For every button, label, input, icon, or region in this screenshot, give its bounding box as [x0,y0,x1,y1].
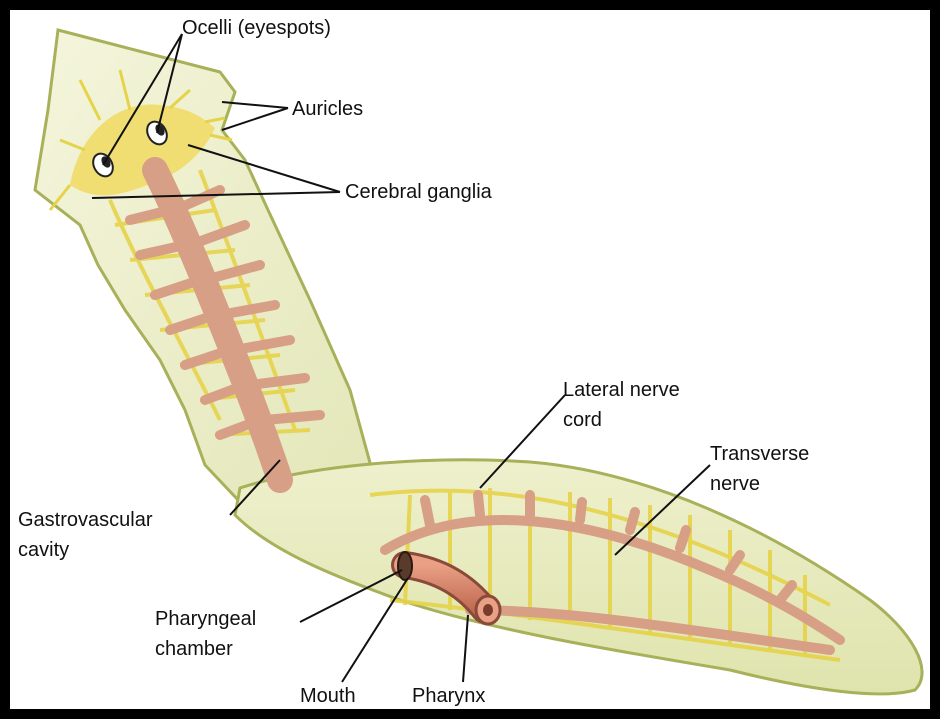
label-transverse-nerve-line1: Transverse [710,442,809,466]
label-cerebral-ganglia: Cerebral ganglia [345,180,492,204]
planarian-illustration [10,10,930,709]
label-mouth: Mouth [300,684,356,708]
label-ocelli: Ocelli (eyespots) [182,16,331,40]
label-lateral-nerve-cord-line2: cord [563,408,602,432]
label-pharynx: Pharynx [412,684,485,708]
label-pharyngeal-line2: chamber [155,637,233,661]
label-pharyngeal-line1: Pharyngeal [155,607,256,631]
label-gastrovascular-line2: cavity [18,538,69,562]
label-lateral-nerve-cord-line1: Lateral nerve [563,378,680,402]
label-auricles: Auricles [292,97,363,121]
diagram-canvas: Ocelli (eyespots) Auricles Cerebral gang… [10,10,930,709]
label-gastrovascular-line1: Gastrovascular [18,508,153,532]
label-transverse-nerve-line2: nerve [710,472,760,496]
